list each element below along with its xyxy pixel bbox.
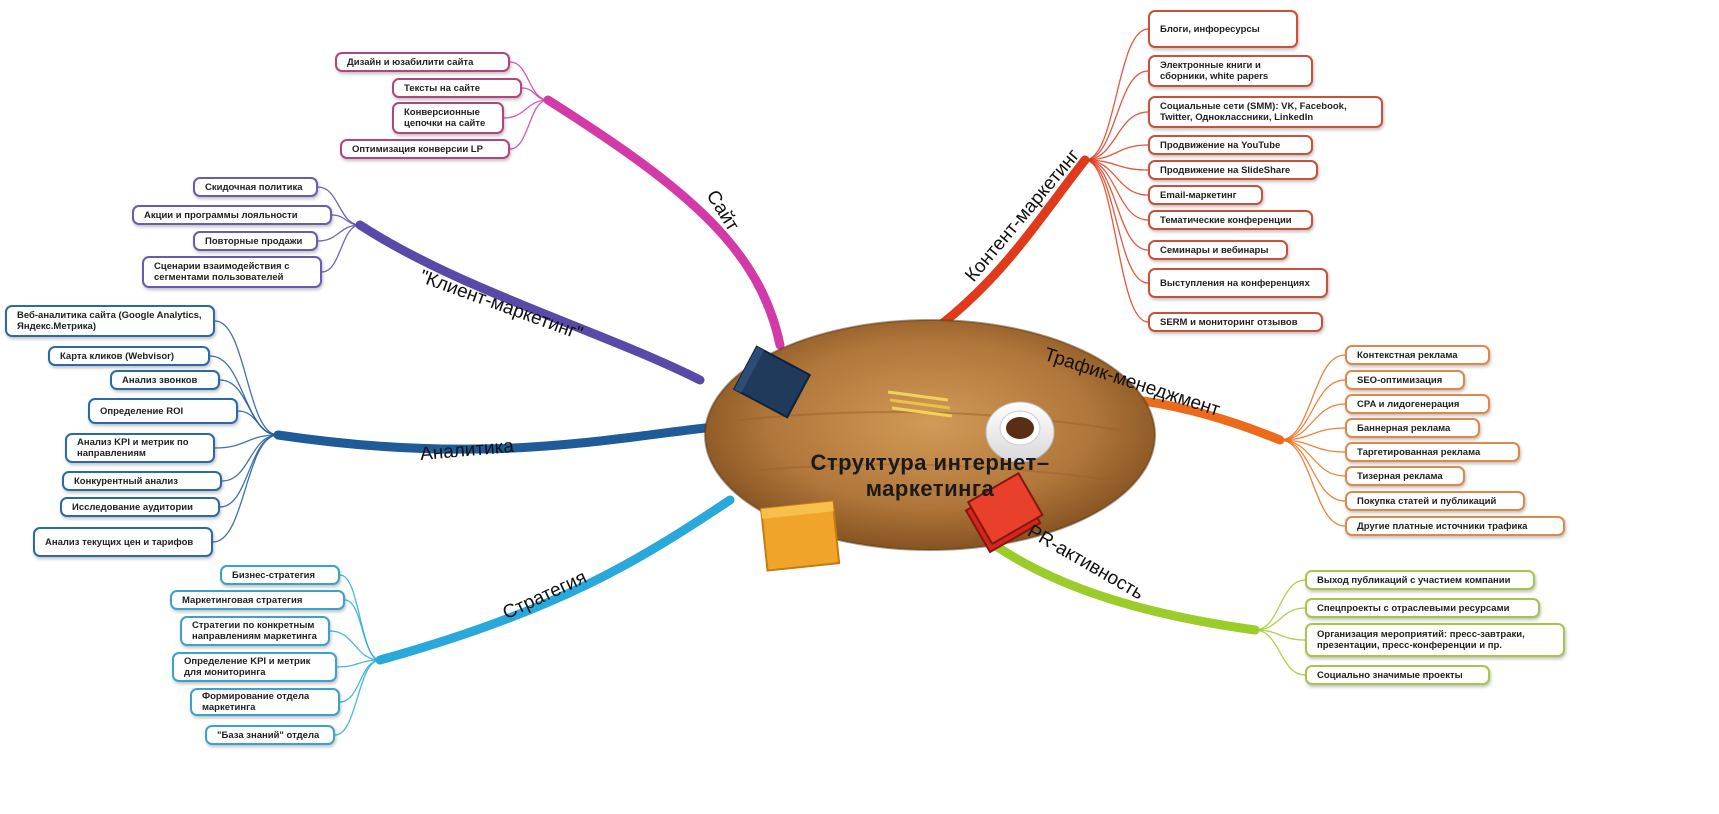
leaf-connector — [339, 574, 381, 661]
leaf-node-analytics: Анализ звонков — [110, 370, 220, 390]
leaf-node-analytics: Конкурентный анализ — [62, 471, 222, 491]
leaf-node-traffic-management: SEO-оптимизация — [1345, 370, 1465, 390]
leaf-node-traffic-management: Баннерная реклама — [1345, 418, 1480, 438]
leaf-node-strategy: Бизнес-стратегия — [220, 565, 340, 585]
leaf-node-content-marketing: Социальные сети (SMM): VK, Facebook, Twi… — [1148, 96, 1383, 128]
leaf-node-site: Тексты на сайте — [392, 78, 522, 98]
leaf-connector — [1084, 159, 1149, 251]
leaf-node-content-marketing: Блоги, инфоресурсы — [1148, 10, 1298, 48]
leaf-node-content-marketing: SERM и мониторинг отзывов — [1148, 312, 1323, 332]
leaf-connector — [1084, 70, 1149, 161]
leaf-node-strategy: Маркетинговая стратегия — [170, 590, 345, 610]
leaf-node-content-marketing: Email-маркетинг — [1148, 185, 1263, 205]
leaf-connector — [1084, 144, 1149, 161]
leaf-node-analytics: Карта кликов (Webvisor) — [48, 346, 210, 366]
leaf-connector — [1279, 439, 1346, 502]
branch-line-highlight-client-marketing — [358, 223, 701, 382]
leaf-connector — [344, 599, 381, 661]
leaf-node-traffic-management: CPA и лидогенерация — [1345, 394, 1490, 414]
leaf-node-pr: Выход публикаций с участием компании — [1305, 570, 1535, 590]
branch-line-highlight-analytics — [277, 426, 706, 452]
leaf-connector — [1084, 159, 1149, 284]
leaf-node-traffic-management: Контекстная реклама — [1345, 345, 1490, 365]
leaf-connector — [212, 434, 279, 543]
leaf-node-analytics: Анализ текущих цен и тарифов — [33, 527, 213, 557]
coffee-cup-icon — [985, 401, 1055, 463]
leaf-connector — [1084, 159, 1149, 221]
leaf-node-content-marketing: Электронные книги и сборники, white pape… — [1148, 55, 1313, 87]
leaf-connector — [1254, 629, 1306, 676]
leaf-node-site: Конверсионные цепочки на сайте — [392, 102, 504, 134]
leaf-connector — [219, 434, 279, 508]
branch-line-site — [543, 95, 785, 350]
leaf-node-traffic-management: Другие платные источники трафика — [1345, 516, 1565, 536]
leaf-connector — [1254, 579, 1306, 631]
leaf-connector — [334, 659, 381, 736]
leaf-node-content-marketing: Продвижение на YouTube — [1148, 135, 1313, 155]
leaf-connector — [1279, 439, 1346, 527]
branch-line-highlight-strategy — [379, 498, 732, 662]
leaf-connector — [1084, 111, 1149, 161]
leaf-node-analytics: Анализ KPI и метрик по направлениям — [65, 433, 215, 463]
leaf-connector — [1084, 159, 1149, 196]
leaf-connector — [1279, 354, 1346, 441]
leaf-node-content-marketing: Семинары и вебинары — [1148, 240, 1288, 260]
leaf-connector — [237, 410, 279, 436]
red-books-icon — [964, 471, 1044, 554]
leaf-connector — [509, 99, 549, 150]
leaf-node-site: Дизайн и юзабилити сайта — [335, 52, 510, 72]
center-table — [704, 319, 1156, 551]
leaf-node-strategy: Определение KPI и метрик для мониторинга — [172, 652, 337, 682]
leaf-node-traffic-management: Тизерная реклама — [1345, 466, 1465, 486]
leaf-node-client-marketing: Сценарии взаимодействия с сегментами пол… — [142, 256, 322, 288]
leaf-node-traffic-management: Покупка статей и публикаций — [1345, 491, 1525, 511]
leaf-connector — [321, 224, 361, 273]
leaf-node-client-marketing: Повторные продажи — [193, 231, 318, 251]
leaf-connector — [1254, 607, 1306, 631]
center-title: Структура интернет–маркетинга — [810, 450, 1050, 501]
leaf-connector — [1084, 159, 1149, 323]
leaf-node-analytics: Веб-аналитика сайта (Google Analytics, Я… — [5, 305, 215, 337]
leaf-connector — [214, 434, 279, 449]
leaf-connector — [1084, 28, 1149, 161]
leaf-node-pr: Социально значимые проекты — [1305, 665, 1490, 685]
leaf-connector — [329, 630, 381, 661]
wood-table-icon — [705, 320, 1155, 550]
leaf-node-strategy: Стратегии по конкретным направлениям мар… — [180, 616, 330, 646]
branch-line-highlight-site — [546, 98, 782, 346]
notebook-icon — [732, 345, 812, 419]
leaf-node-analytics: Исследование аудитории — [60, 497, 220, 517]
leaf-node-client-marketing: Скидочная политика — [193, 177, 318, 197]
leaf-connector — [1279, 379, 1346, 441]
leaf-node-pr: Спецпроекты с отраслевыми ресурсами — [1305, 598, 1540, 618]
leaf-node-traffic-management: Таргетированная реклама — [1345, 442, 1520, 462]
leaf-node-strategy: Формирование отдела маркетинга — [190, 688, 340, 716]
leaf-node-client-marketing: Акции и программы лояльности — [132, 205, 332, 225]
pencil-icon — [887, 390, 953, 418]
leaf-connector — [214, 320, 279, 436]
leaf-node-content-marketing: Продвижение на SlideShare — [1148, 160, 1318, 180]
folder-icon — [759, 500, 841, 572]
leaf-node-pr: Организация мероприятий: пресс-завтраки,… — [1305, 623, 1565, 657]
leaf-node-content-marketing: Выступления на конференциях — [1148, 268, 1328, 298]
leaf-node-site: Оптимизация конверсии LP — [340, 139, 510, 159]
leaf-node-analytics: Определение ROI — [88, 398, 238, 424]
leaf-node-content-marketing: Тематические конференции — [1148, 210, 1313, 230]
leaf-connector — [1279, 403, 1346, 441]
leaf-node-strategy: "База знаний" отдела — [205, 725, 335, 745]
leaf-connector — [336, 659, 381, 668]
